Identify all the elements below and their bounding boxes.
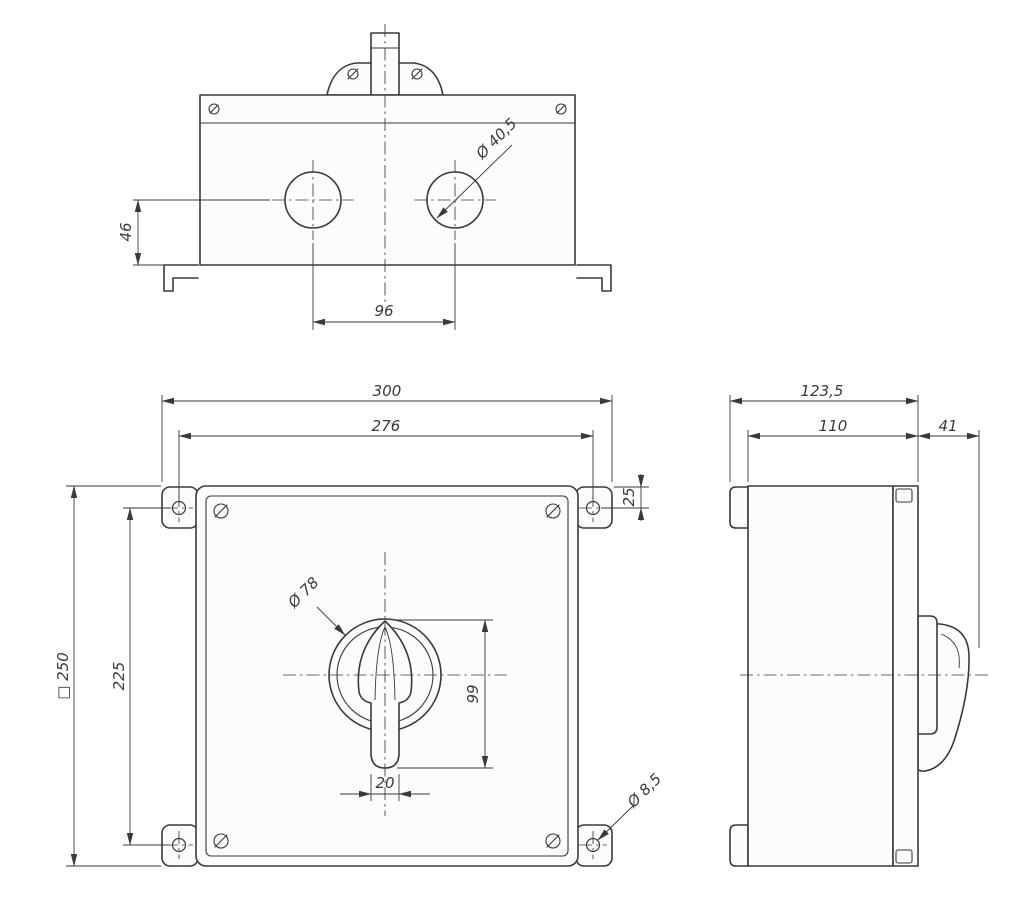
lid-screw-boss	[895, 849, 913, 864]
leader-line	[316, 606, 346, 636]
mounting-flange-left	[163, 264, 199, 292]
mounting-tab-edge	[729, 486, 749, 529]
dimension-300: 300	[161, 382, 613, 482]
dimension-250: □ 250	[54, 485, 161, 867]
handle-grip-detail	[384, 626, 396, 701]
dim-label: 20	[375, 774, 394, 792]
dim-label: 300	[373, 382, 402, 400]
dim-label: 225	[110, 662, 128, 691]
dimension-225: 225	[110, 507, 170, 846]
lid-screw-slot	[209, 104, 219, 114]
front-view: 300 276 25 □ 250	[54, 382, 665, 867]
dimension-41: 41	[917, 417, 980, 648]
dim-label: 276	[372, 417, 401, 435]
mount-screw-slot	[347, 68, 359, 80]
dim-label: 46	[117, 222, 135, 241]
dim-label: 123,5	[801, 382, 844, 400]
lid-screw-slot	[214, 504, 228, 518]
lid-screw-slot	[214, 834, 228, 848]
lid-screw-slot	[546, 504, 560, 518]
dim-label: 110	[819, 417, 848, 435]
enclosure-body-side	[747, 485, 894, 867]
dim-label: □ 250	[54, 652, 72, 700]
handle-escutcheon-side	[917, 615, 938, 735]
lid-screw-slot	[546, 834, 560, 848]
dim-label: 99	[464, 684, 482, 703]
lid-face	[205, 495, 569, 857]
handle-grip-detail	[374, 626, 386, 701]
mount-screw-slot	[411, 68, 423, 80]
dimension-25: 25	[601, 474, 649, 521]
lid-side	[892, 485, 919, 867]
leader-line	[436, 144, 513, 219]
side-view: 123,5 110 41	[729, 382, 990, 867]
dimension-276: 276	[178, 417, 594, 499]
dim-label: 25	[620, 487, 638, 506]
dim-label: 96	[374, 302, 393, 320]
mounting-flange-right	[576, 264, 612, 292]
lid-screw-boss	[895, 488, 913, 503]
dimension-96: 96	[312, 243, 456, 330]
leader-line	[597, 804, 635, 841]
dim-label: 41	[938, 417, 957, 435]
dimension-20: 20	[340, 774, 430, 801]
dimension-99: 99	[397, 619, 493, 769]
mounting-tab-edge	[729, 824, 749, 867]
enclosure-body-top	[199, 94, 576, 266]
lid-screw-slot	[556, 104, 566, 114]
dim-label: Ø 8,5	[623, 770, 665, 812]
dimension-110: 110	[747, 417, 919, 482]
dimension-46: 46	[117, 199, 270, 266]
handle-grip-side-detail	[940, 633, 960, 669]
top-view: 46 96 Ø 40,5	[117, 24, 612, 330]
